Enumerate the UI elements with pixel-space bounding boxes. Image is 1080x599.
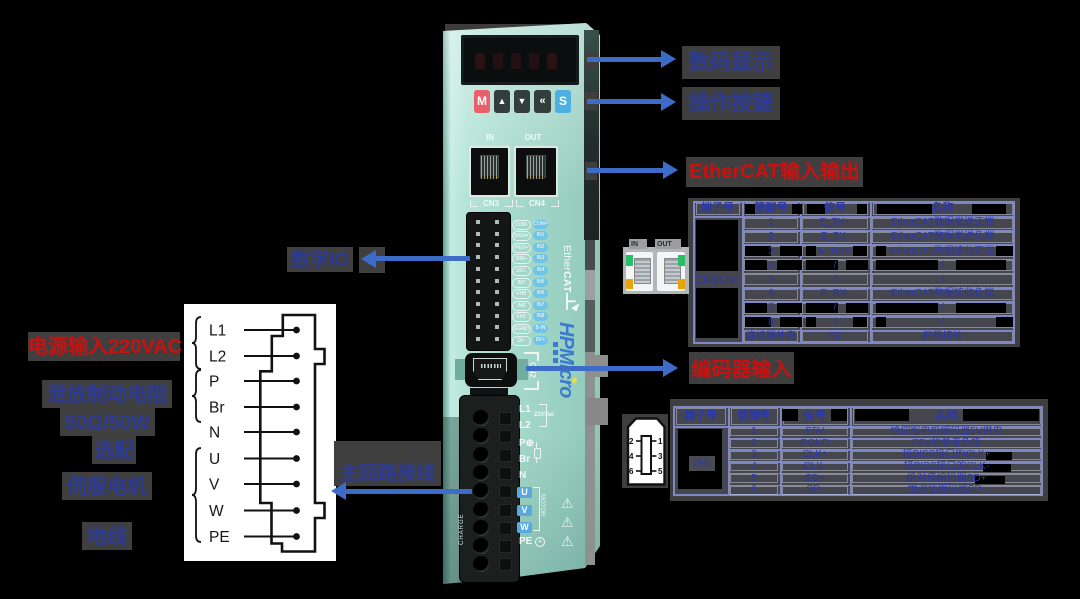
svg-text:P: P: [209, 374, 219, 391]
svg-text:4: 4: [629, 452, 634, 461]
svg-text:PE: PE: [209, 529, 230, 546]
svg-text:6: 6: [629, 467, 634, 476]
svg-text:1: 1: [658, 437, 663, 446]
svg-text:Br: Br: [209, 400, 225, 417]
svg-text:L1: L1: [209, 323, 226, 340]
svg-text:5: 5: [658, 467, 663, 476]
svg-text:V: V: [209, 477, 220, 494]
svg-text:N: N: [209, 425, 220, 442]
svg-text:U: U: [209, 451, 220, 468]
svg-text:W: W: [209, 503, 224, 520]
svg-text:L2: L2: [209, 349, 226, 366]
svg-text:3: 3: [658, 452, 663, 461]
svg-text:2: 2: [629, 437, 634, 446]
